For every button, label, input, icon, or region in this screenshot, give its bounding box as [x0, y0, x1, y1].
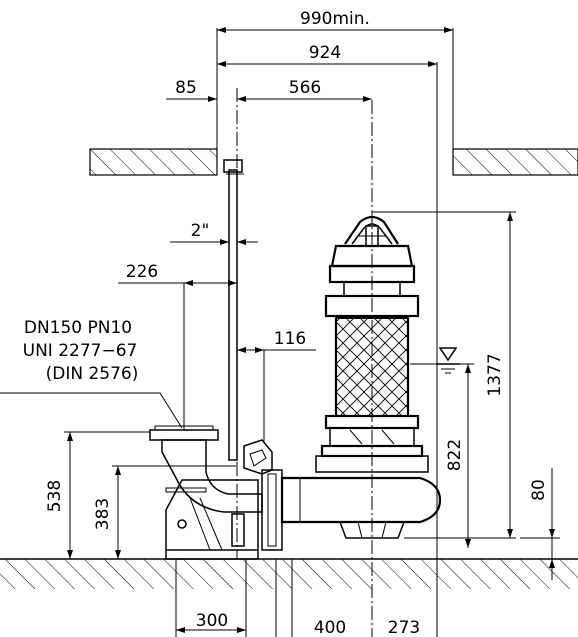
dimension-300: 300 [175, 559, 247, 637]
dimension-2in: 2" [170, 221, 258, 245]
dim-566-label: 566 [289, 78, 321, 98]
dimension-80: 80 [520, 468, 560, 580]
dim-1377-label: 1377 [485, 353, 505, 396]
flange-spec-line2: UNI 2277−67 [23, 341, 138, 361]
dimension-1377: 1377 [372, 211, 516, 539]
water-level-icon [436, 347, 460, 374]
dim-990-label: 990min. [300, 9, 370, 29]
dim-85-label: 85 [175, 78, 197, 98]
dimension-85: 85 [166, 78, 246, 102]
dim-2in-label: 2" [191, 221, 210, 241]
dimension-538: 538 [45, 431, 150, 559]
dim-300-label: 300 [196, 611, 228, 631]
dimension-383: 383 [93, 465, 236, 559]
coupling-bracket [243, 439, 283, 637]
dim-273-label: 273 [388, 618, 420, 637]
dim-116-label: 116 [274, 329, 306, 349]
dim-400-label: 400 [314, 618, 346, 637]
dim-80-label: 80 [529, 479, 549, 501]
dimension-566: 566 [237, 78, 372, 102]
dim-822-label: 822 [445, 439, 465, 471]
dimension-990: 990min. [216, 9, 454, 150]
dimension-924: 924 [217, 43, 438, 637]
dimension-822: 822 [410, 363, 474, 548]
dim-226-label: 226 [126, 262, 158, 282]
flange-spec-line1: DN150 PN10 [24, 318, 132, 338]
dim-538-label: 538 [45, 480, 65, 512]
pump-discharge-nozzle [280, 476, 442, 524]
guide-pipe [223, 159, 244, 461]
flange-spec-callout: DN150 PN10 UNI 2277−67 (DIN 2576) [0, 318, 183, 429]
floor-slab [0, 558, 578, 589]
dim-383-label: 383 [93, 498, 113, 530]
dim-924-label: 924 [309, 43, 341, 63]
flange-spec-line3: (DIN 2576) [46, 364, 139, 384]
submersible-pump [315, 215, 429, 539]
dimension-226: 226 [118, 262, 237, 430]
dimension-116: 116 [237, 329, 316, 442]
ceiling-slab [89, 148, 578, 176]
